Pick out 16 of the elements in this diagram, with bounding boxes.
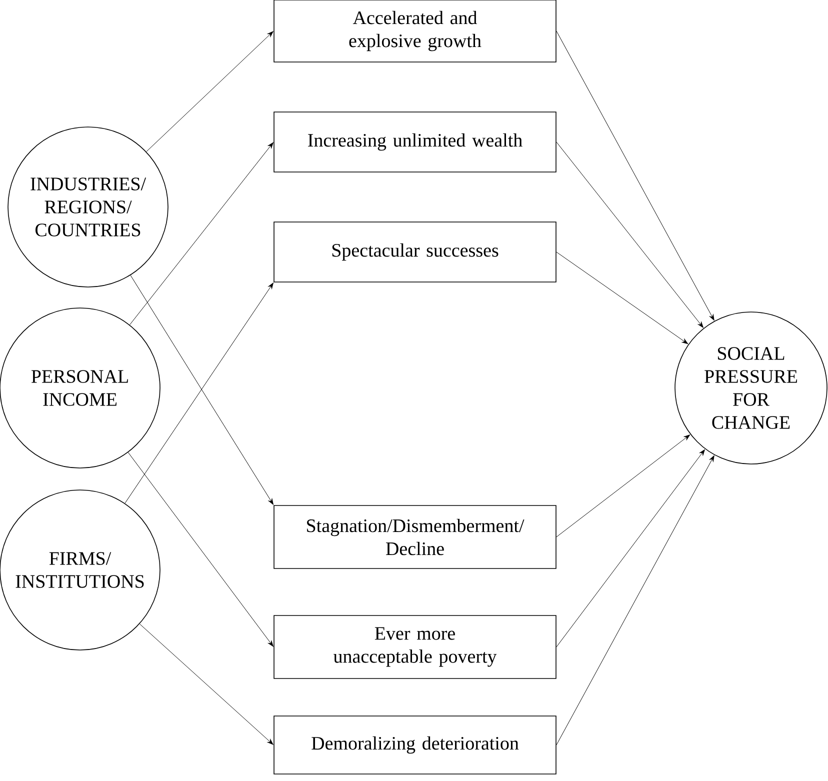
outcome-box: Ever more unacceptable poverty	[274, 615, 556, 679]
arrow	[556, 30, 714, 321]
arrow	[556, 434, 690, 538]
arrow	[556, 252, 688, 344]
outcome-box: Accelerated and explosive growth	[274, 0, 556, 62]
outcome-box: Stagnation/Dismemberment/ Decline	[274, 505, 556, 569]
outcome-box: Spectacular successes	[274, 222, 556, 282]
arrow	[128, 452, 274, 647]
arrow	[129, 142, 274, 326]
arrow	[139, 624, 274, 745]
arrow	[556, 455, 714, 746]
arrow	[556, 449, 705, 648]
arrow	[556, 142, 704, 328]
outcome-box: Demoralizing deterioration	[274, 716, 556, 774]
outcome-box: Increasing unlimited wealth	[274, 112, 556, 172]
arrow	[146, 31, 274, 152]
